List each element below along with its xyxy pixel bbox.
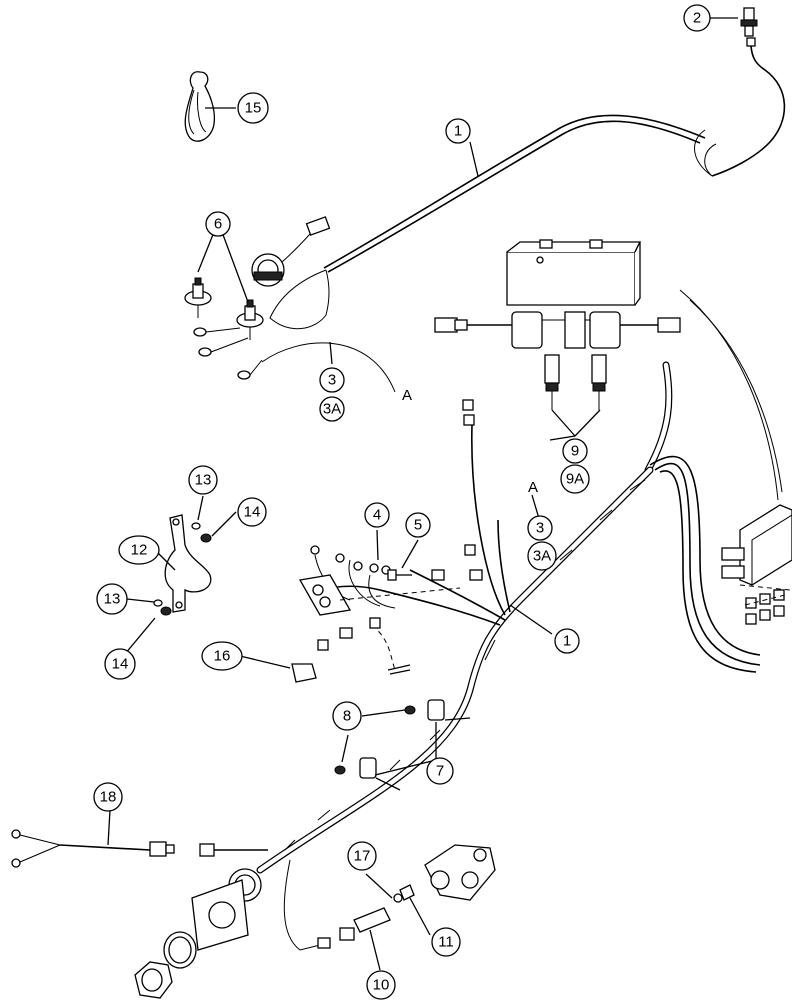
callout-label-c17: 17 [354, 848, 371, 865]
callout-circle-c2 [683, 4, 711, 32]
callout-label-c12: 12 [131, 542, 148, 559]
callout-circle-c3Aa [319, 396, 345, 422]
callout-circle-c14b [104, 648, 136, 680]
callout-circle-c13a [188, 465, 218, 495]
dashed-wire [339, 587, 461, 675]
upper-harness-part-1 [269, 114, 706, 330]
callout-label-c15: 15 [245, 100, 262, 117]
sender-part-2 [694, 7, 786, 177]
plate-wires [310, 399, 511, 626]
callout-circle-c9A [560, 464, 590, 494]
callout-label-c9: 9 [571, 443, 579, 460]
callout-circle-c17 [347, 841, 377, 871]
bracket-part-12 [164, 514, 212, 613]
callout-label-c6: 6 [214, 216, 222, 233]
callout-label-c3Aa: 3A [323, 401, 341, 418]
callout-label-c14a: 14 [244, 504, 261, 521]
callout-label-c8: 8 [343, 708, 351, 725]
valve-block-part-9 [434, 239, 681, 410]
callout-circle-c13b [96, 583, 128, 615]
callout-label-c7: 7 [436, 763, 444, 780]
callout-circle-c4 [364, 502, 390, 528]
callout-circle-c15 [237, 92, 269, 124]
callout-circle-c5 [405, 512, 431, 538]
callout-label-c2: 2 [693, 10, 701, 27]
callout-label-c13a: 13 [195, 472, 212, 489]
ref-letter-A-lower: A [528, 479, 538, 496]
small-connector-top [281, 216, 331, 263]
callout-label-c1a: 1 [454, 123, 462, 140]
callout-label-c11: 11 [438, 934, 454, 951]
ref-letter-A-upper: A [402, 387, 412, 404]
callout-label-c1b: 1 [563, 633, 571, 650]
strap-part-15 [184, 71, 216, 142]
callout-circle-c16 [201, 641, 243, 671]
callout-label-c4: 4 [373, 507, 381, 524]
callout-label-c10: 10 [373, 977, 390, 994]
callout-circle-c6 [205, 211, 231, 237]
callout-label-c3Ab: 3A [533, 548, 551, 565]
callout-label-c14b: 14 [112, 656, 129, 673]
lower-harness-part-1 [256, 466, 654, 874]
clamp-parts-7-8 [334, 699, 471, 791]
callout-label-c3b: 3 [536, 520, 544, 537]
switch-part-6 [184, 277, 264, 380]
callout-circle-c1b [554, 628, 580, 654]
callout-label-c3a: 3 [328, 372, 336, 389]
callout-circle-c9 [562, 438, 588, 464]
callout-circle-c7 [426, 757, 454, 785]
callout-circle-c8 [332, 701, 362, 731]
round-connector [251, 253, 285, 287]
callout-label-c9A: 9A [566, 471, 584, 488]
callout-circle-c18 [93, 782, 123, 812]
callout-label-c13b: 13 [104, 591, 121, 608]
callout-circle-c11 [431, 927, 461, 957]
callout-label-c5: 5 [414, 517, 422, 534]
callout-circle-c3Ab [527, 541, 557, 571]
callout-circle-c12 [118, 535, 160, 565]
bolt-part-5 [387, 569, 412, 581]
cap-part-16 [291, 639, 329, 683]
cable-part-18 [11, 829, 175, 868]
leader-lines [107, 17, 738, 971]
callout-circle-c10 [366, 970, 396, 1000]
right-harness-branch [644, 289, 783, 673]
terminal-plate [298, 574, 352, 616]
right-connector-cluster [721, 504, 792, 625]
washer-parts-13-14 [153, 522, 212, 616]
fittings-parts-10-11-17 [283, 844, 496, 951]
callout-circle-c3b [527, 515, 553, 541]
callout-circle-c3a [319, 367, 345, 393]
gasket-plates [134, 879, 249, 999]
callout-label-c18: 18 [100, 789, 117, 806]
jumper-wire-part-3-top [261, 342, 396, 393]
callout-circle-c14a [237, 497, 267, 527]
callout-circle-c1a [445, 118, 471, 144]
callout-label-c16: 16 [214, 648, 231, 665]
